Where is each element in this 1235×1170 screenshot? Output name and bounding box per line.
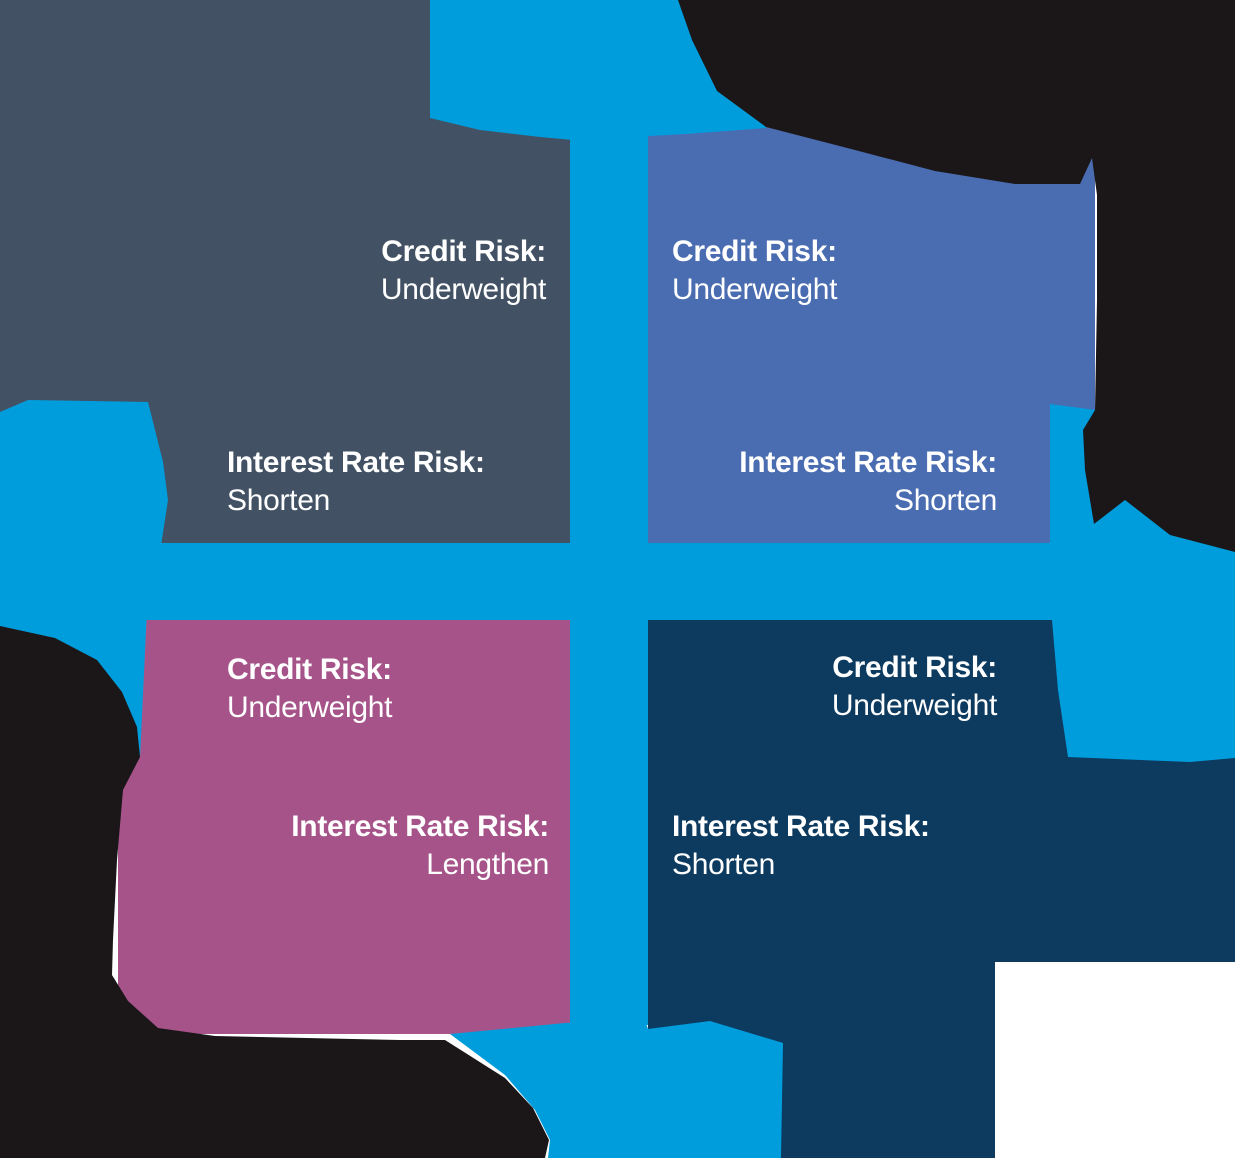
bottom-right-credit-risk: Credit Risk: Underweight [832, 649, 997, 725]
interest-rate-risk-value: Lengthen [426, 848, 549, 881]
bottom-left-credit-risk: Credit Risk: Underweight [227, 651, 392, 727]
credit-risk-label: Credit Risk: [227, 653, 392, 686]
cycle-arm-top [430, 0, 766, 140]
interest-rate-risk-value: Shorten [227, 484, 330, 517]
credit-risk-label: Credit Risk: [832, 651, 997, 684]
interest-rate-risk-label: Interest Rate Risk: [227, 446, 485, 479]
cycle-bar-horizontal [0, 543, 1235, 620]
quadrant-top-right [648, 118, 1095, 543]
top-right-credit-risk: Credit Risk: Underweight [672, 233, 837, 309]
bottom-left-interest-rate-risk: Interest Rate Risk: Lengthen [291, 808, 549, 884]
credit-risk-value: Underweight [380, 273, 546, 306]
cycle-arm-left [0, 400, 168, 758]
cycle-arm-bottom [450, 1020, 783, 1158]
interest-rate-risk-value: Shorten [894, 484, 997, 517]
credit-risk-label: Credit Risk: [672, 235, 837, 268]
interest-rate-risk-label: Interest Rate Risk: [291, 810, 549, 843]
top-right-interest-rate-risk: Interest Rate Risk: Shorten [739, 444, 997, 520]
top-left-credit-risk: Credit Risk: Underweight [381, 233, 546, 309]
credit-risk-label: Credit Risk: [381, 235, 546, 268]
blob-top-right [678, 0, 1235, 552]
credit-risk-value: Underweight [672, 273, 838, 306]
top-left-interest-rate-risk: Interest Rate Risk: Shorten [227, 444, 485, 520]
interest-rate-risk-label: Interest Rate Risk: [672, 810, 930, 843]
interest-rate-risk-value: Shorten [672, 848, 775, 881]
credit-risk-value: Underweight [831, 689, 997, 722]
bottom-right-interest-rate-risk: Interest Rate Risk: Shorten [672, 808, 930, 884]
credit-risk-value: Underweight [227, 691, 393, 724]
quadrant-bottom-left [118, 620, 570, 1034]
blob-bottom-left [0, 626, 549, 1158]
interest-rate-risk-label: Interest Rate Risk: [739, 446, 997, 479]
